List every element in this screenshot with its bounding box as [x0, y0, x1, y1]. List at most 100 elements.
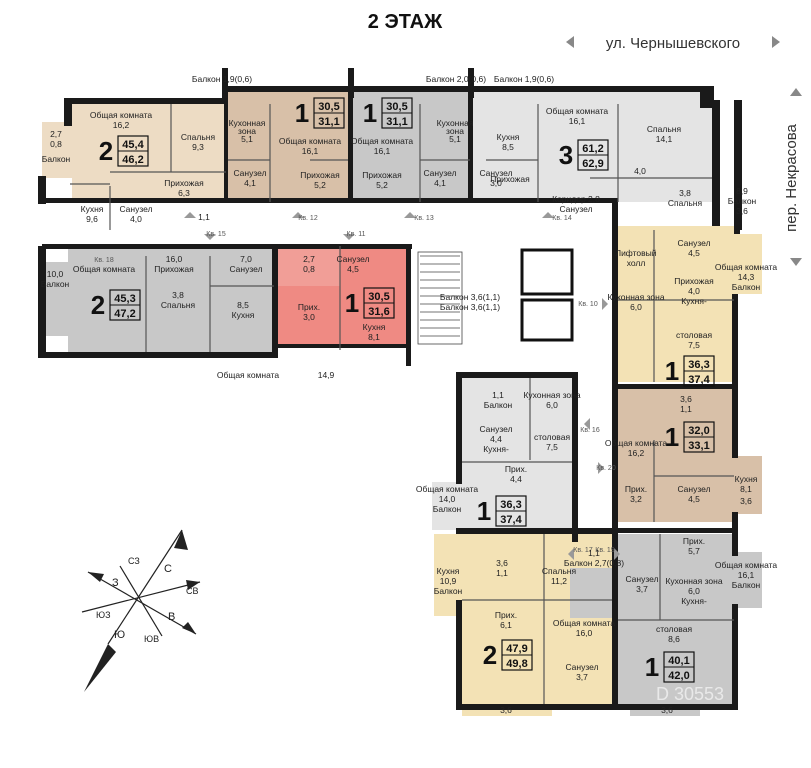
- room-label: Кухня: [497, 132, 520, 142]
- apartment-number-label: Кв. 11: [347, 231, 366, 238]
- room-label: Балкон: [732, 580, 761, 590]
- room-label: Прихожая: [300, 170, 340, 180]
- room-label: 6,0: [688, 586, 700, 596]
- apartment-total: 31,6: [368, 306, 389, 318]
- apartment-a5: [68, 246, 274, 354]
- room-label: 0,8: [50, 139, 62, 149]
- room-label: Кухня-: [681, 596, 707, 606]
- room-label: Общая комната: [715, 262, 778, 272]
- room-label: 3,6: [680, 394, 692, 404]
- room-label: 9,3: [192, 142, 204, 152]
- apartment-number-label: Кв. 12: [298, 215, 318, 222]
- apartment-area: 47,9: [506, 643, 527, 655]
- room-label: 7,0: [240, 254, 252, 264]
- elevator-shafts: [520, 248, 574, 342]
- apartment-area: 45,4: [122, 139, 144, 151]
- room-label: 4,1: [244, 178, 256, 188]
- room-label: столовая: [656, 624, 693, 634]
- room-label: Кухня: [437, 566, 460, 576]
- room-label: 4,0: [688, 286, 700, 296]
- room-label: 2,7: [50, 129, 62, 139]
- room-label: 14,0: [439, 494, 456, 504]
- room-label: Кухонная: [229, 118, 266, 128]
- room-label: 8,6: [668, 634, 680, 644]
- apartment-number-label: Кв. 13: [414, 215, 434, 222]
- apartment-total: 33,1: [688, 440, 709, 452]
- room-label: 14,3: [738, 272, 755, 282]
- room-label: Общая комната: [605, 438, 668, 448]
- apartment-area: 40,1: [668, 655, 689, 667]
- room-label: 16,0: [166, 254, 183, 264]
- room-label: Санузел: [233, 168, 266, 178]
- walls: [38, 68, 742, 710]
- room-label: Балкон 3,6(1,1): [440, 292, 500, 302]
- room-label: Кухонная зона: [665, 576, 722, 586]
- room-label: 1,1: [496, 568, 508, 578]
- door-arrows: [184, 212, 620, 560]
- apartment-rooms: 1: [363, 98, 377, 128]
- room-label: Балкон: [42, 154, 71, 164]
- room-label: Балкон: [484, 400, 513, 410]
- room-label: 3,2: [630, 494, 642, 504]
- room-label: Балкон: [434, 586, 463, 596]
- room-label: 5,7: [688, 546, 700, 556]
- apartment-total: 49,8: [506, 658, 527, 670]
- room-label: 4,4: [510, 474, 522, 484]
- room-label: Общая комната: [279, 136, 342, 146]
- room-label: Кухня: [363, 322, 386, 332]
- room-label: Общая комната: [715, 560, 778, 570]
- room-label: 3,6: [500, 705, 512, 715]
- apartment-number-label: Кв. 20: [596, 465, 616, 472]
- room-label: 11,2: [551, 576, 567, 586]
- room-label: 3,8: [172, 290, 184, 300]
- room-label: Санузел: [565, 662, 598, 672]
- room-label: 4,1: [434, 178, 446, 188]
- watermark: D 30553: [656, 684, 724, 704]
- apartment-number-label: Кв. 19: [595, 547, 615, 554]
- room-label: 3,6: [661, 705, 673, 715]
- room-label: 16,2: [113, 120, 130, 130]
- room-label: 1,1: [588, 548, 600, 558]
- room-label: Балкон 2,7(0,8): [564, 558, 624, 568]
- room-label: Балкон: [728, 196, 757, 206]
- room-label: Санузел: [559, 204, 592, 214]
- apartment-rooms: 1: [645, 652, 659, 682]
- apartment-area: 30,5: [368, 291, 389, 303]
- floor-title: 2 ЭТАЖ: [368, 11, 443, 33]
- room-label: Санузел: [677, 484, 710, 494]
- room-label: холл: [627, 258, 646, 268]
- room-label: Кухня: [735, 474, 758, 484]
- room-label: Общая комната: [90, 110, 153, 120]
- room-label: Санузел: [229, 264, 262, 274]
- room-label: столовая: [676, 330, 713, 340]
- room-label: 5,1: [241, 134, 253, 144]
- apartment-a4: [472, 92, 712, 202]
- apartment-number-label: Кв. 10: [578, 301, 598, 308]
- room-label: зона: [238, 126, 256, 136]
- room-label: 16,1: [569, 116, 586, 126]
- room-label: Коридор 2,8: [552, 194, 600, 204]
- room-label: 16,2: [628, 448, 645, 458]
- room-label: Балкон: [433, 504, 462, 514]
- room-label: Прих.: [495, 610, 517, 620]
- apartment-number-label: Кв. 16: [580, 427, 600, 434]
- room-label: 1,1: [198, 212, 210, 222]
- compass-n: С: [164, 563, 172, 575]
- room-label: Прих.: [298, 302, 320, 312]
- room-label: 14,1: [656, 134, 673, 144]
- room-label: Балкон: [41, 279, 70, 289]
- apartment-total: 31,1: [386, 116, 407, 128]
- room-labels: Балкон 1,9(0,6)Балкон 2,0(0,6)Балкон 1,9…: [41, 74, 778, 715]
- apartment-area: 32,0: [688, 425, 709, 437]
- room-label: Прихожая: [490, 174, 530, 184]
- stairs: [417, 251, 463, 345]
- room-label: 5,1: [449, 134, 461, 144]
- compass-s: Ю: [114, 629, 125, 641]
- room-label: Прихожая: [674, 276, 714, 286]
- room-label: Спальня: [647, 124, 682, 134]
- room-label: 4,0: [130, 214, 142, 224]
- compass-se: ЮВ: [144, 634, 159, 644]
- apartment-rooms: 1: [345, 288, 359, 318]
